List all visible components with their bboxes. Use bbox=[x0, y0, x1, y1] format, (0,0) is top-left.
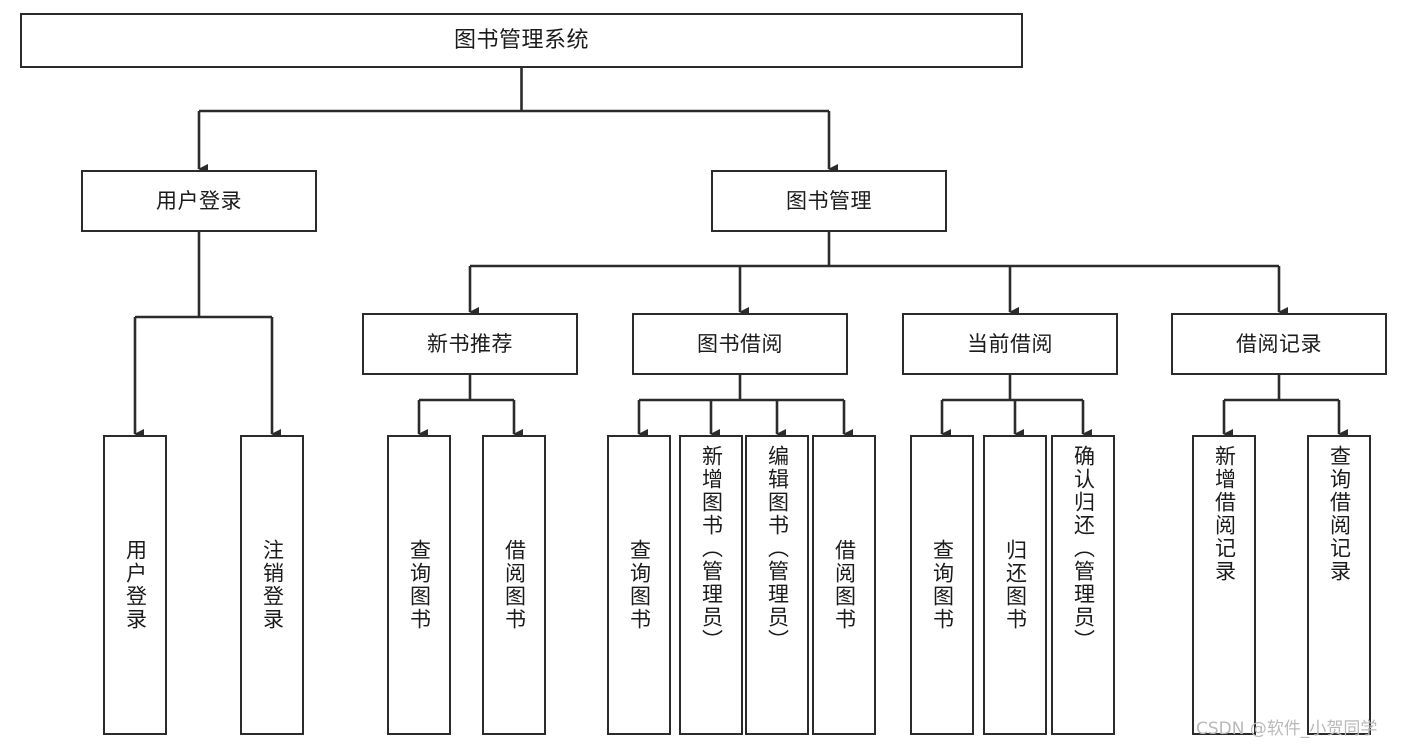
node-current-borrow[interactable]: 当前借阅 bbox=[902, 313, 1118, 375]
node-user-login[interactable]: 用户登录 bbox=[81, 170, 317, 232]
node-label-book-manage: 图书管理 bbox=[786, 188, 872, 213]
node-borrow-record[interactable]: 借阅记录 bbox=[1171, 313, 1387, 375]
node-leaf-confirm-return-admin[interactable]: 确认归还（管理员） bbox=[1051, 435, 1115, 735]
node-label-leaf-query-borrow-record: 查询借阅记录 bbox=[1327, 445, 1352, 583]
node-label-leaf-query-book-1: 查询图书 bbox=[407, 539, 432, 631]
node-label-leaf-add-borrow-record: 新增借阅记录 bbox=[1212, 445, 1237, 583]
node-leaf-add-book-admin[interactable]: 新增图书（管理员） bbox=[679, 435, 743, 735]
node-leaf-query-book-1[interactable]: 查询图书 bbox=[387, 435, 451, 735]
node-label-leaf-add-book-admin: 新增图书（管理员） bbox=[699, 445, 724, 652]
node-book-manage[interactable]: 图书管理 bbox=[711, 170, 947, 232]
csdn-watermark: CSDN @软件_小贺同学 bbox=[1196, 719, 1378, 739]
node-label-leaf-user-login: 用户登录 bbox=[123, 539, 148, 631]
node-label-root: 图书管理系统 bbox=[453, 27, 589, 53]
node-label-leaf-edit-book-admin: 编辑图书（管理员） bbox=[765, 445, 790, 652]
node-label-book-borrow: 图书借阅 bbox=[697, 331, 783, 356]
node-leaf-user-logout[interactable]: 注销登录 bbox=[240, 435, 304, 735]
node-leaf-user-login[interactable]: 用户登录 bbox=[103, 435, 167, 735]
node-label-leaf-return-book: 归还图书 bbox=[1003, 539, 1028, 631]
node-leaf-query-book-2[interactable]: 查询图书 bbox=[607, 435, 671, 735]
node-label-leaf-user-logout: 注销登录 bbox=[260, 539, 285, 631]
node-leaf-query-book-3[interactable]: 查询图书 bbox=[910, 435, 974, 735]
node-label-leaf-confirm-return-admin: 确认归还（管理员） bbox=[1071, 445, 1096, 652]
node-root[interactable]: 图书管理系统 bbox=[20, 13, 1023, 68]
node-leaf-borrow-book-2[interactable]: 借阅图书 bbox=[812, 435, 876, 735]
node-label-leaf-borrow-book-2: 借阅图书 bbox=[832, 539, 857, 631]
node-label-leaf-query-book-2: 查询图书 bbox=[627, 539, 652, 631]
node-new-book-recommend[interactable]: 新书推荐 bbox=[362, 313, 578, 375]
node-leaf-query-borrow-record[interactable]: 查询借阅记录 bbox=[1307, 435, 1371, 735]
node-label-borrow-record: 借阅记录 bbox=[1236, 331, 1322, 356]
node-leaf-add-borrow-record[interactable]: 新增借阅记录 bbox=[1192, 435, 1256, 735]
node-leaf-borrow-book-1[interactable]: 借阅图书 bbox=[482, 435, 546, 735]
node-leaf-edit-book-admin[interactable]: 编辑图书（管理员） bbox=[745, 435, 809, 735]
node-label-leaf-borrow-book-1: 借阅图书 bbox=[502, 539, 527, 631]
node-label-user-login: 用户登录 bbox=[156, 188, 242, 213]
node-leaf-return-book[interactable]: 归还图书 bbox=[983, 435, 1047, 735]
node-label-current-borrow: 当前借阅 bbox=[967, 331, 1053, 356]
node-label-leaf-query-book-3: 查询图书 bbox=[930, 539, 955, 631]
node-book-borrow[interactable]: 图书借阅 bbox=[632, 313, 848, 375]
node-label-new-book-recommend: 新书推荐 bbox=[427, 331, 513, 356]
